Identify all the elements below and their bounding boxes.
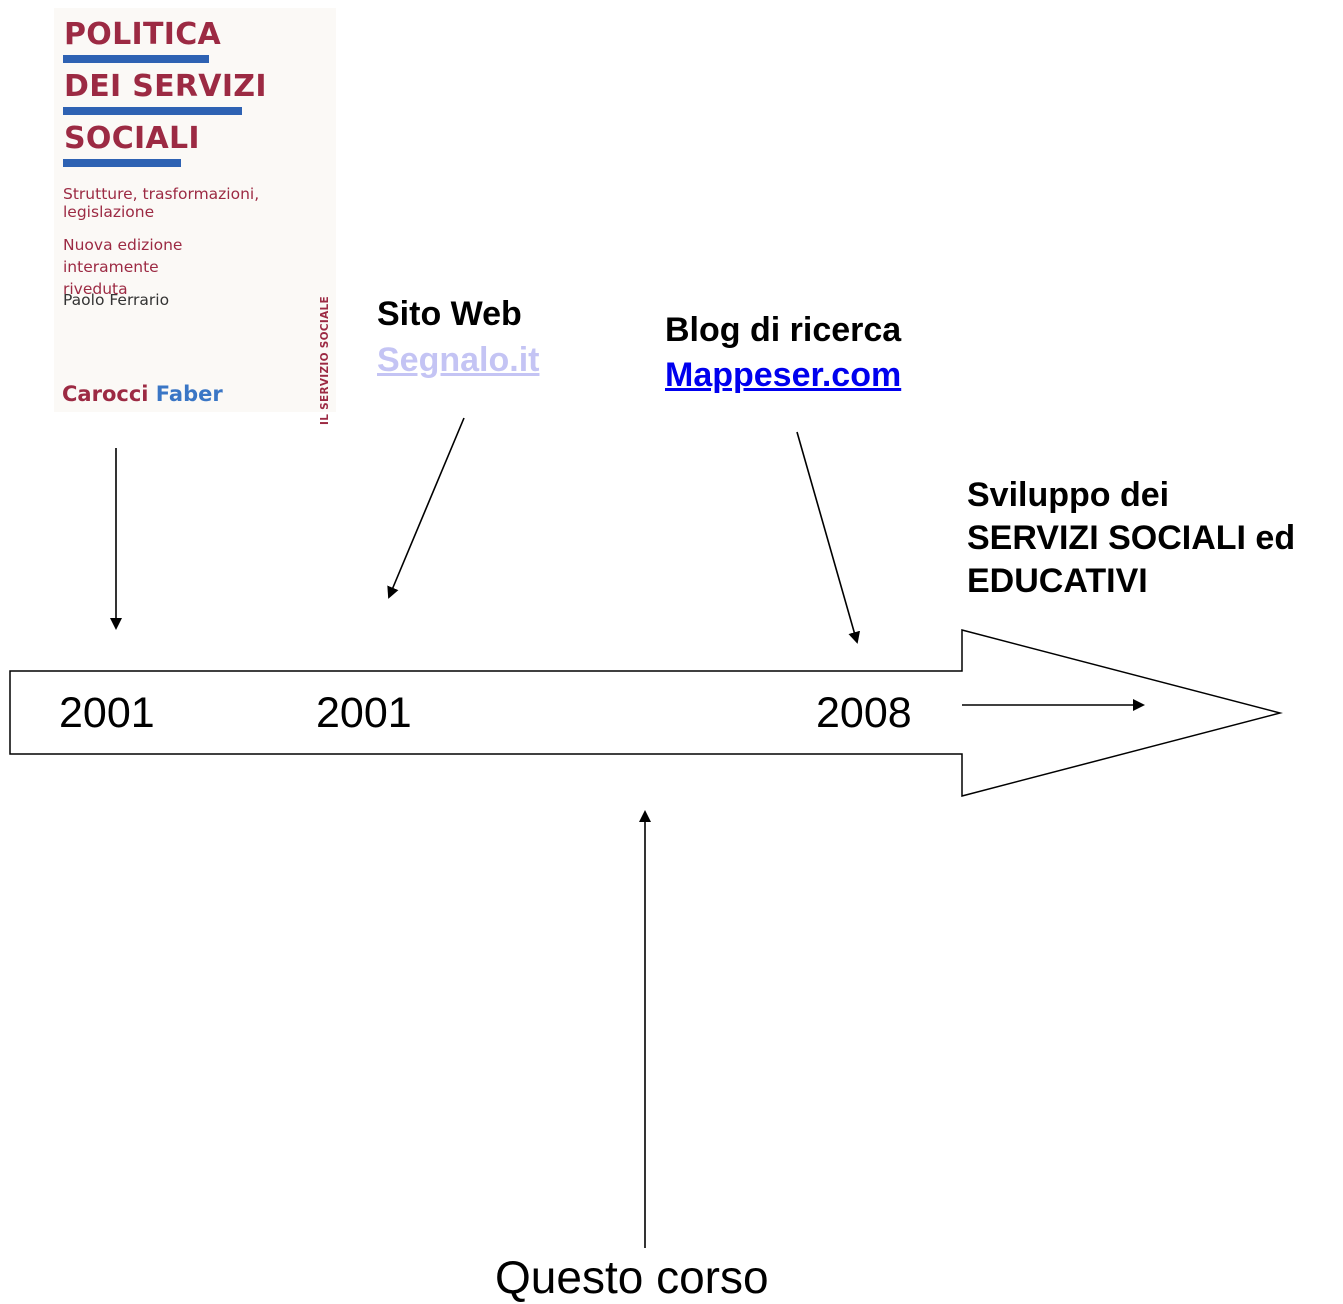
development-line-3: EDUCATIVI	[967, 562, 1148, 600]
book-edition: Nuova edizione interamente riveduta	[63, 236, 183, 298]
timeline-year-book: 2001	[59, 689, 155, 737]
development-line-2: SERVIZI SOCIALI ed	[967, 519, 1296, 557]
book-author: Paolo Ferrario	[63, 291, 170, 309]
book-subtitle: Strutture, trasformazioni, legislazione	[63, 185, 260, 221]
timeline-arrow-shape	[9, 629, 1283, 797]
blog-link[interactable]: Mappeser.com	[665, 356, 902, 394]
website-label: Sito Web	[377, 295, 522, 333]
book-title-line-1: POLITICA	[64, 17, 222, 52]
book-title-line-3: SOCIALI	[64, 121, 200, 156]
website-link[interactable]: Segnalo.it	[377, 341, 540, 379]
book-title-bar-3	[63, 159, 181, 167]
book-title-bar-2	[63, 107, 242, 115]
website-arrow	[387, 417, 465, 599]
course-label: Questo corso	[495, 1251, 769, 1303]
publisher-name-2: Faber	[155, 382, 223, 406]
blog-arrow	[796, 431, 861, 644]
development-line-1: Sviluppo dei	[967, 476, 1170, 514]
book-title-bar-1	[63, 55, 209, 63]
book-title-line-2: DEI SERVIZI	[64, 69, 267, 104]
timeline-year-blog: 2008	[816, 689, 912, 737]
timeline-year-website: 2001	[316, 689, 412, 737]
publisher-name-1: Carocci	[62, 382, 149, 406]
book-publisher: Carocci Faber	[62, 382, 223, 406]
book-cover: POLITICA DEI SERVIZI SOCIALI Strutture, …	[54, 8, 336, 425]
blog-label: Blog di ricerca	[665, 311, 902, 349]
development-label: Sviluppo dei SERVIZI SOCIALI ed EDUCATIV…	[967, 474, 1295, 603]
